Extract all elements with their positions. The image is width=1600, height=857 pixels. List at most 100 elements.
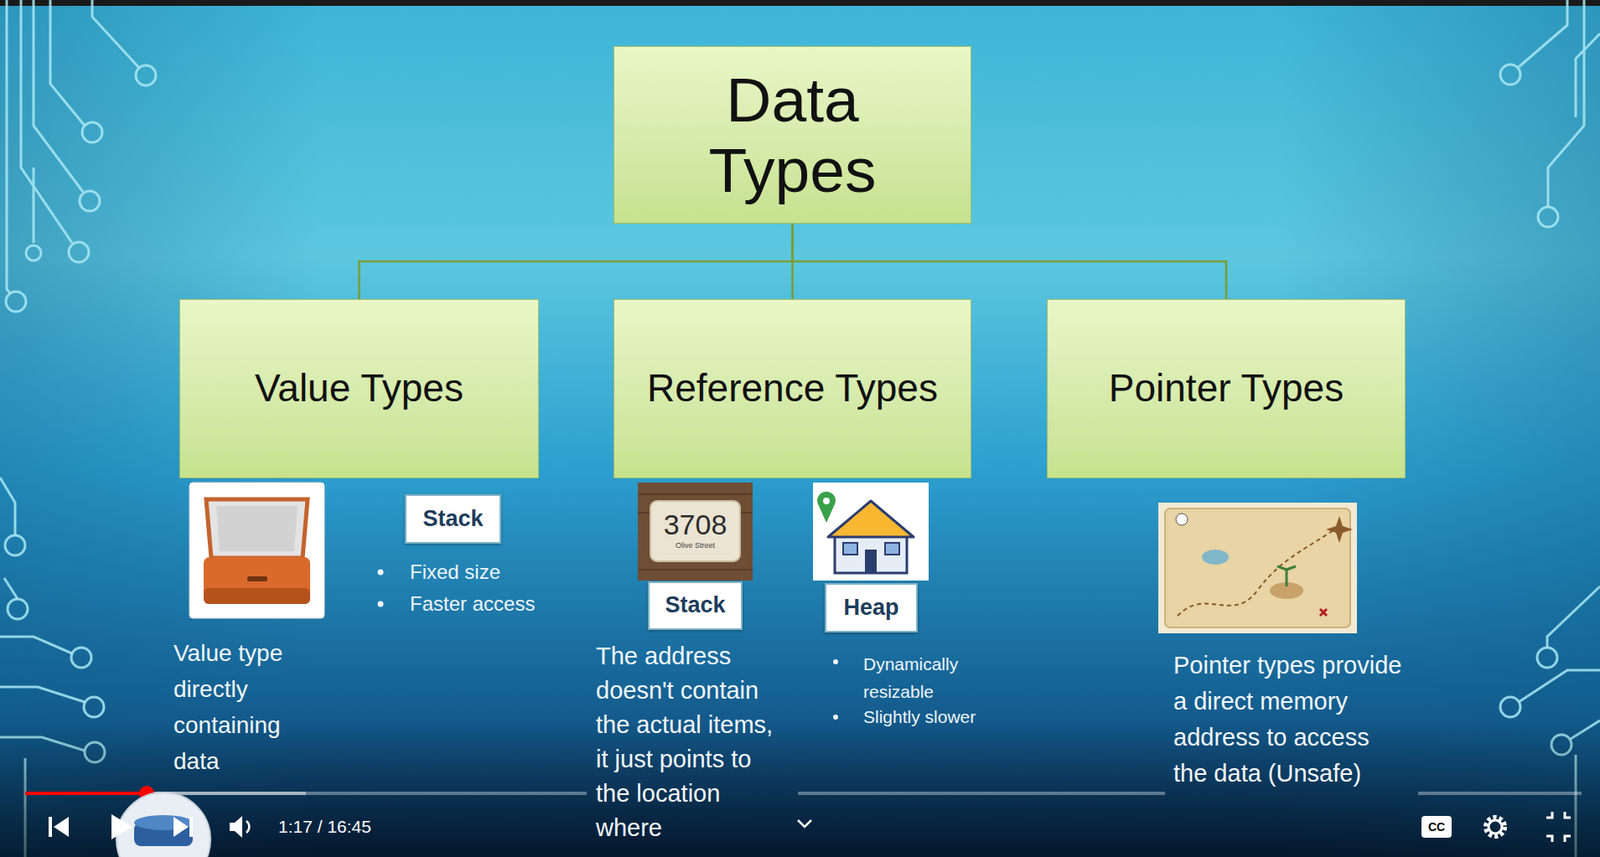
house-roof — [828, 501, 914, 538]
circuit-line — [1518, 0, 1600, 208]
memory-tag: Stack — [647, 581, 743, 631]
settings-icon — [1488, 820, 1502, 834]
bullet-text: Faster access — [409, 591, 535, 617]
bullet — [377, 569, 384, 576]
circuit-node — [79, 191, 100, 212]
circuit-node — [135, 65, 156, 86]
suitcase-base-shadow — [203, 588, 311, 605]
house-door — [864, 549, 877, 574]
progress-track — [1418, 792, 1582, 796]
bullet — [833, 714, 839, 720]
picture-frame — [189, 482, 325, 619]
circuit-node — [68, 242, 89, 263]
progress-track — [25, 792, 587, 796]
chevron-icon — [797, 820, 812, 828]
circuit-node — [7, 599, 28, 620]
bullet-text: Dynamically resizable — [863, 650, 989, 706]
map-lake — [1201, 549, 1229, 565]
category-box: Pointer Types — [1046, 299, 1406, 479]
bullet-text: Slightly slower — [863, 705, 976, 730]
volume-icon — [246, 821, 249, 834]
map-route — [1177, 526, 1340, 617]
root-box: Data Types — [613, 46, 972, 224]
previous-icon — [48, 817, 52, 838]
picture-frame — [1158, 502, 1357, 634]
map-palm — [1277, 566, 1296, 587]
address-plaque — [650, 501, 741, 562]
circuit-line — [6, 0, 140, 294]
memory-tag: Stack — [404, 494, 502, 544]
circuit-node — [1500, 697, 1521, 718]
house-window — [885, 543, 900, 555]
map-skull — [1175, 513, 1188, 526]
circuit-node — [1537, 207, 1559, 228]
treasure-map-picture — [1158, 502, 1357, 634]
suitcase-base — [203, 557, 311, 605]
circuit-node — [82, 122, 103, 143]
video-time: 1:17 / 16:45 — [278, 817, 372, 838]
previous-icon — [53, 817, 69, 838]
node-text: Heap — [843, 595, 899, 622]
map-compass — [1325, 516, 1353, 544]
fullscreen-icon — [1546, 812, 1571, 843]
bullet — [377, 601, 384, 608]
settings-icon — [1486, 818, 1505, 837]
house-number: 3708 — [650, 508, 741, 541]
node-text: Data Types — [708, 64, 876, 206]
node-text: Value Types — [254, 367, 464, 411]
circuit-node — [5, 291, 26, 312]
circuit-node — [25, 245, 42, 261]
player-controls — [48, 812, 1571, 843]
logo-disc — [116, 792, 211, 857]
circuit-node — [83, 697, 104, 718]
wood-background — [637, 482, 753, 581]
bullet — [833, 659, 839, 665]
memory-tag: Heap — [824, 583, 918, 633]
progress-played — [25, 792, 147, 796]
progress-track — [797, 792, 1166, 796]
description-text: Pointer types provide a direct memory ad… — [1173, 647, 1410, 793]
map-parchment — [1165, 508, 1351, 628]
map-pin — [817, 491, 836, 523]
house-wall — [834, 533, 907, 574]
suitcase-handle — [247, 576, 268, 582]
map-x-mark — [1320, 609, 1327, 617]
play-icon — [111, 814, 133, 840]
title-strip — [0, 0, 1600, 6]
circuit-node — [1500, 64, 1521, 85]
cc-button — [1421, 816, 1452, 839]
node-text: Pointer Types — [1108, 367, 1344, 411]
street-name: Olive Street — [650, 541, 741, 551]
cc-label: CC — [1421, 821, 1452, 834]
channel-logo — [116, 792, 211, 857]
category-box: Value Types — [179, 299, 539, 479]
house-picture — [812, 482, 929, 581]
map-pin-dot — [823, 497, 830, 505]
description-text: The address doesn't contain the actual i… — [595, 639, 788, 846]
volume-icon — [229, 816, 243, 839]
picture-frame — [812, 482, 929, 581]
node-text: Stack — [664, 593, 725, 619]
house-window — [843, 543, 858, 555]
tree-connector — [359, 223, 793, 300]
progress-bar — [25, 786, 1582, 802]
suitcase-picture — [189, 482, 325, 619]
tree-connector — [792, 223, 1228, 300]
node-text: Reference Types — [647, 367, 938, 411]
description-text: Value type directly containing data — [173, 635, 316, 780]
street-sign-picture — [637, 482, 753, 581]
circuit-node — [5, 535, 26, 556]
next-icon — [173, 817, 189, 838]
next-icon — [189, 817, 193, 838]
circuit-node — [1537, 647, 1558, 668]
suitcase-lining — [216, 506, 298, 552]
suitcase-lid — [206, 499, 308, 559]
circuit-node — [71, 647, 92, 668]
wood-grain — [637, 494, 753, 570]
node-text: Stack — [422, 507, 483, 533]
